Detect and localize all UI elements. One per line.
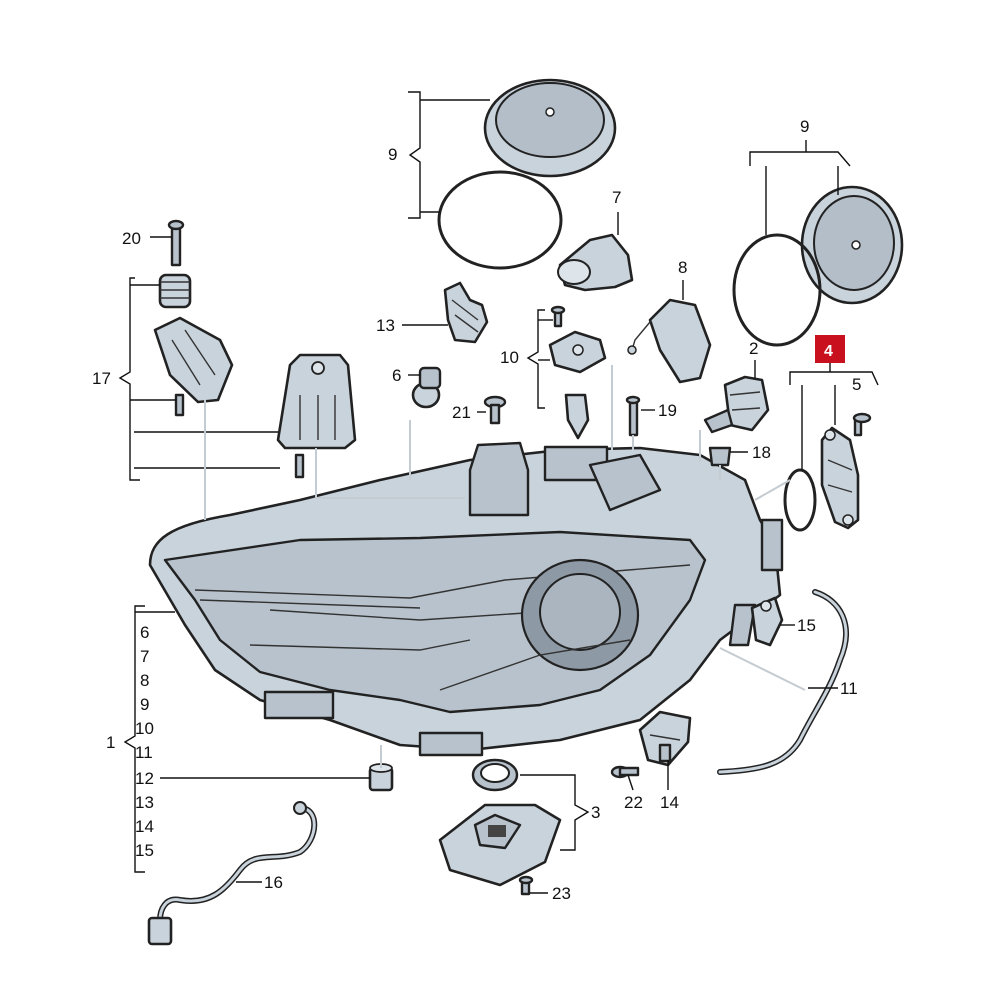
callout-20: 20	[122, 229, 141, 248]
clip-13	[402, 281, 489, 344]
cap-18	[708, 446, 748, 480]
callout-13: 13	[376, 316, 395, 335]
bulb	[557, 212, 634, 292]
cover-4	[754, 360, 879, 532]
highlight-box-4	[815, 335, 845, 363]
sensor-15	[750, 596, 795, 647]
screws-21-19	[477, 395, 655, 450]
callout-14: 14	[660, 793, 679, 812]
grommet-12	[160, 745, 394, 792]
callout-21: 21	[452, 403, 471, 422]
group-1-item: 6	[140, 623, 149, 642]
callout-23: 23	[552, 884, 571, 903]
group-1-item: 13	[135, 793, 154, 812]
callout-5: 5	[852, 375, 861, 394]
group-1-item: 14	[135, 817, 154, 836]
callout-6: 6	[392, 366, 401, 385]
group-1-item: 10	[135, 719, 154, 738]
mount-bracket	[276, 353, 465, 499]
group-1-item: 7	[140, 647, 149, 666]
leveling-motor	[627, 280, 712, 384]
callout-7: 7	[612, 188, 621, 207]
ball-stud-6	[408, 366, 442, 480]
headlight-housing	[148, 441, 784, 757]
callout-10: 10	[500, 348, 519, 367]
adjuster-10	[526, 305, 613, 450]
group-1-bracket	[123, 605, 175, 873]
group-1-item: 9	[140, 695, 149, 714]
cap-and-seal-right	[732, 140, 904, 347]
callout-9-right: 9	[800, 117, 809, 136]
cap-and-seal-left	[408, 78, 617, 270]
callout-11: 11	[840, 679, 858, 698]
callout-2: 2	[749, 339, 758, 358]
bracket-17	[118, 219, 280, 520]
control-unit-3	[438, 758, 590, 896]
callout-22: 22	[624, 793, 643, 812]
group-1-item: 15	[135, 841, 154, 860]
callout-18: 18	[752, 443, 771, 462]
callout-1: 1	[106, 733, 115, 752]
wire-16	[147, 801, 318, 946]
callout-16: 16	[264, 873, 283, 892]
callout-8: 8	[678, 258, 687, 277]
callout-9-left: 9	[388, 145, 397, 164]
group-1-item: 11	[135, 743, 153, 762]
callout-19: 19	[658, 401, 677, 420]
group-1-item: 12	[135, 769, 154, 788]
cable-11	[717, 589, 849, 775]
bracket-14	[610, 710, 692, 791]
group-1-item: 8	[140, 671, 149, 690]
callout-17: 17	[92, 369, 111, 388]
igniter-2	[699, 360, 770, 462]
callout-15: 15	[797, 616, 816, 635]
callout-3: 3	[591, 803, 600, 822]
callout-4: 4	[824, 343, 833, 360]
